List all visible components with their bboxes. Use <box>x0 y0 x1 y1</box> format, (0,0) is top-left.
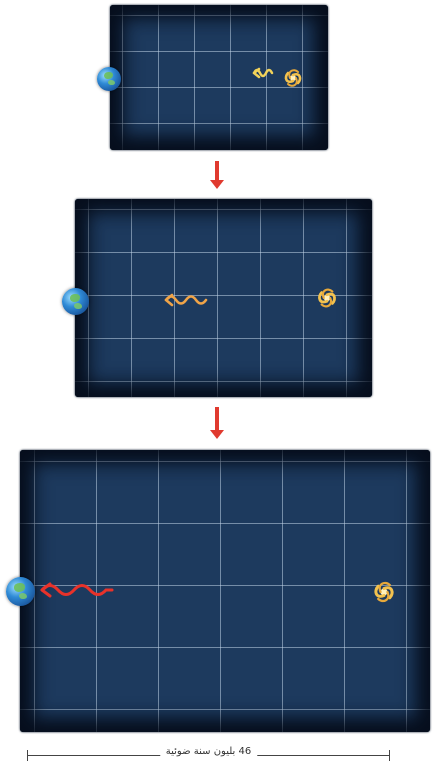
galaxy-icon <box>369 577 399 607</box>
space-grid-panel-2 <box>75 199 372 397</box>
down-arrow-icon <box>210 161 224 190</box>
down-arrow-icon <box>210 407 224 440</box>
space-grid-panel-1 <box>110 5 328 150</box>
earth-icon <box>62 288 89 315</box>
scale-tick-right <box>389 750 390 761</box>
galaxy-icon <box>313 284 341 312</box>
light-wave-icon <box>250 63 276 83</box>
light-wave-icon <box>36 578 116 602</box>
galaxy-icon <box>280 65 306 91</box>
earth-icon <box>97 67 121 91</box>
earth-icon <box>6 577 35 606</box>
distance-scale-bar: 46 بليون سنة ضوئية <box>27 744 390 764</box>
light-wave-icon <box>162 290 210 310</box>
scale-label: 46 بليون سنة ضوئية <box>160 746 257 757</box>
space-grid-panel-3 <box>20 450 430 732</box>
scale-tick-left <box>27 750 28 761</box>
